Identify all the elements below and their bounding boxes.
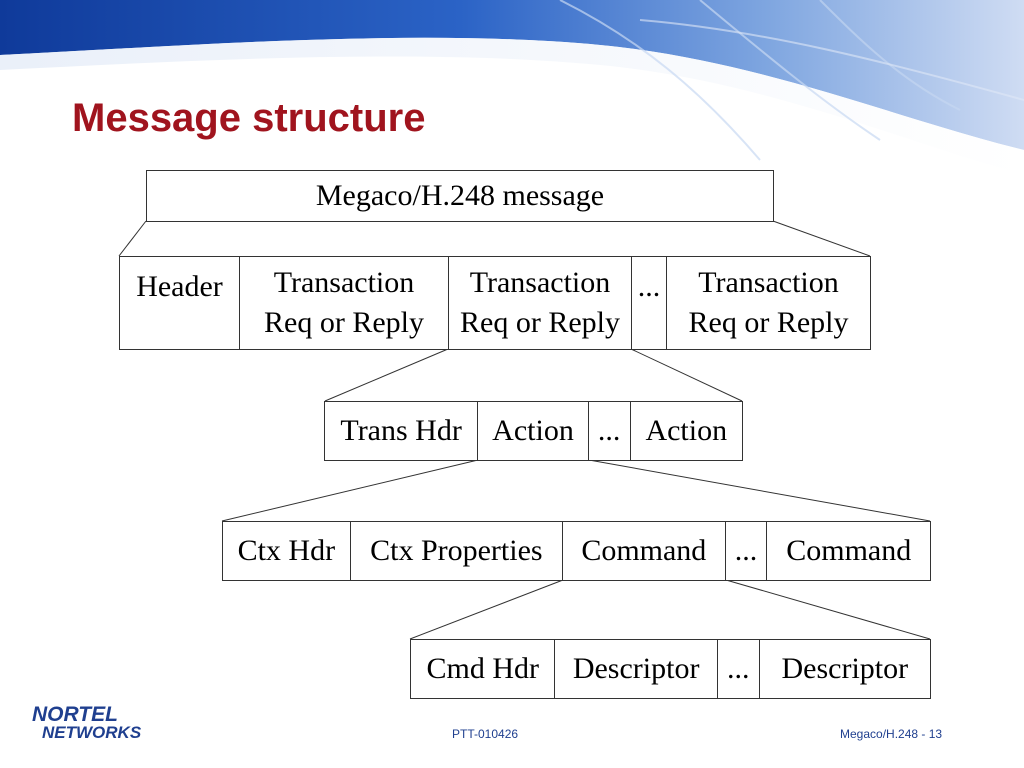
command-cell: Command <box>563 522 726 580</box>
logo-line-2: NETWORKS <box>42 723 142 742</box>
connector-line <box>324 348 449 402</box>
descriptor-cell: Descriptor <box>555 640 718 698</box>
connector-line <box>118 220 147 257</box>
transaction-cell: Transaction Req or Reply <box>688 266 849 339</box>
header-banner <box>0 0 1024 175</box>
connector-line <box>630 348 743 402</box>
slide-title: Message structure <box>72 96 426 140</box>
cmd-hdr-cell: Cmd Hdr <box>411 640 556 698</box>
connector-line <box>409 579 564 640</box>
footer-page-number: Megaco/H.248 - 13 <box>840 727 943 741</box>
nortel-logo: NORTEL NETWORKS <box>32 703 182 745</box>
message-row: Header Transaction Req or Reply Transact… <box>119 256 871 350</box>
command-cell: Command <box>786 534 912 567</box>
message-header-cell: Header <box>120 257 240 349</box>
action-cell: Action <box>645 414 728 447</box>
footer-center-text: PTT-010426 <box>452 727 519 741</box>
ellipsis-cell: ... <box>726 522 768 580</box>
ellipsis-cell: ... <box>589 402 631 460</box>
transaction-row: Trans Hdr Action ... Action <box>324 401 743 461</box>
ctx-properties-cell: Ctx Properties <box>351 522 564 580</box>
connector-line <box>772 220 871 257</box>
logo-line-1: NORTEL <box>32 703 118 726</box>
trans-hdr-cell: Trans Hdr <box>325 402 479 460</box>
message-box: Megaco/H.248 message <box>146 170 774 222</box>
transaction-cell: Transaction Req or Reply <box>449 257 632 349</box>
descriptor-cell: Descriptor <box>781 652 909 685</box>
connector-line <box>221 459 479 522</box>
transaction-cell: Transaction Req or Reply <box>240 257 449 349</box>
action-row: Ctx Hdr Ctx Properties Command ... Comma… <box>222 521 931 581</box>
ellipsis-cell: ... <box>718 640 760 698</box>
ctx-hdr-cell: Ctx Hdr <box>223 522 351 580</box>
connector-line <box>588 459 931 522</box>
command-row: Cmd Hdr Descriptor ... Descriptor <box>410 639 931 699</box>
ellipsis-cell: ... <box>632 257 667 349</box>
message-label: Megaco/H.248 message <box>315 179 605 212</box>
action-cell: Action <box>478 402 589 460</box>
connector-line <box>725 579 931 640</box>
